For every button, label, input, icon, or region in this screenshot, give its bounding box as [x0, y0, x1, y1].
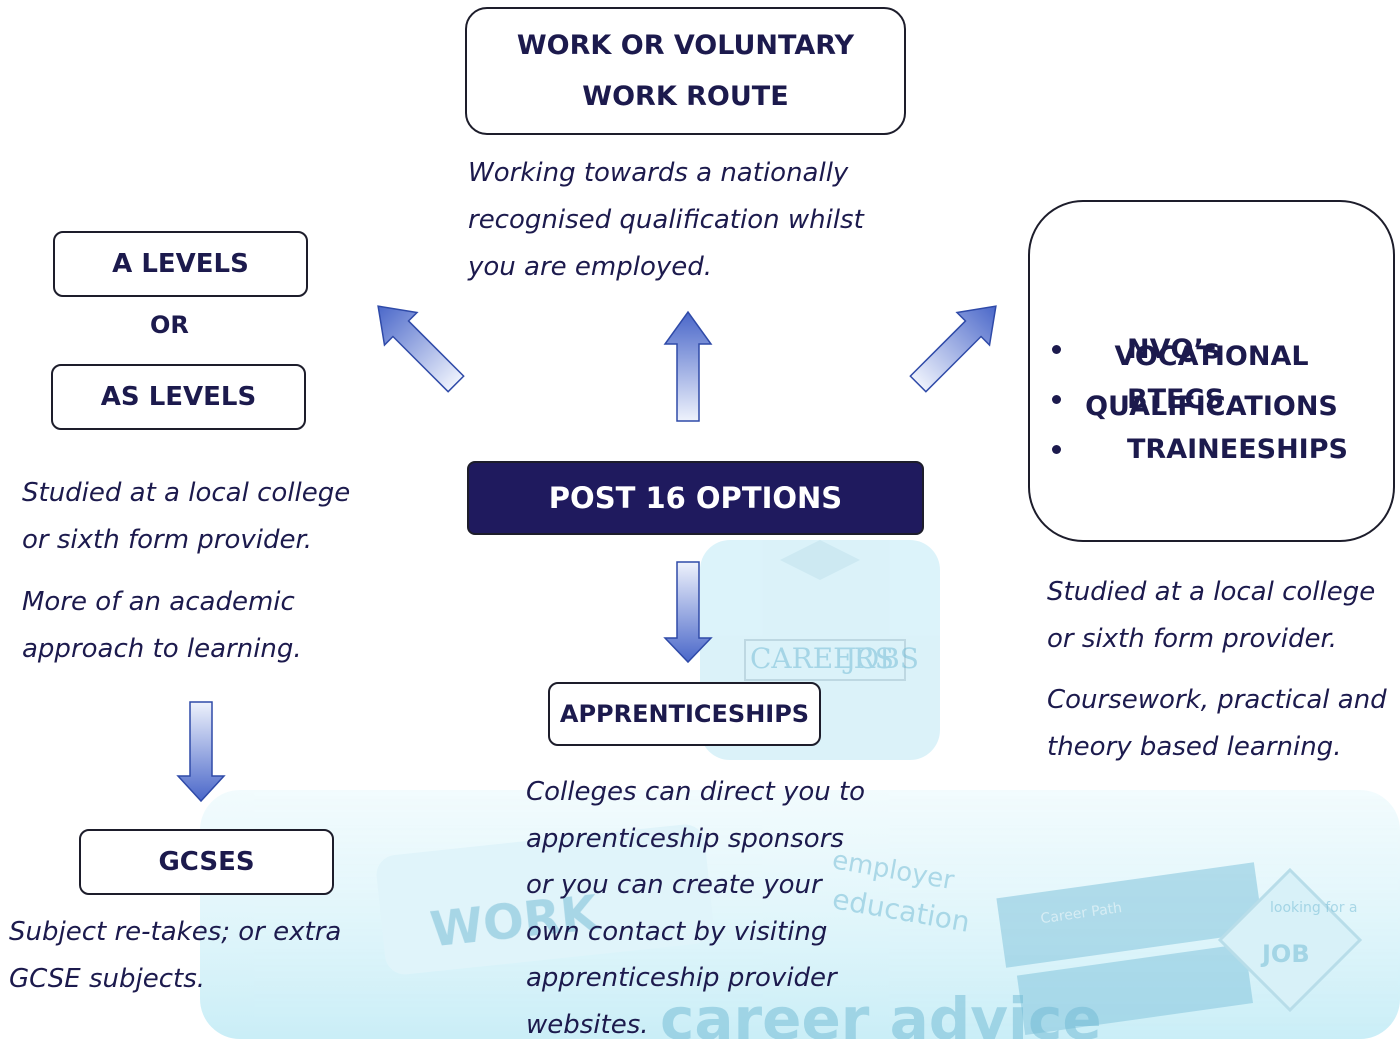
work-route-title-line1: WORK OR VOLUNTARY — [516, 30, 855, 61]
as-levels-box: AS LEVELS — [51, 364, 306, 430]
arrow-down-to-gcses — [176, 701, 226, 803]
gcses-description: Subject re-takes; or extra GCSE subjects… — [9, 917, 342, 994]
a-levels-description-1: Studied at a local college or sixth form… — [22, 478, 351, 555]
arrow-to-a-levels — [377, 305, 465, 393]
post-16-options-box: POST 16 OPTIONS — [467, 461, 924, 535]
apprenticeships-box: APPRENTICESHIPS — [548, 682, 821, 746]
svg-text:JOB: JOB — [1260, 940, 1310, 968]
gcses-box: GCSES — [79, 829, 334, 895]
work-route-box: WORK OR VOLUNTARY WORK ROUTE — [465, 7, 906, 135]
apprenticeships-description: Colleges can direct you to apprenticeshi… — [526, 777, 866, 1040]
svg-text:CAREERS: CAREERS — [750, 642, 894, 675]
or-label: OR — [150, 311, 189, 339]
vocational-title-line2: QUALIFICATIONS — [1085, 391, 1338, 422]
bullet-icon — [1052, 394, 1061, 404]
svg-text:JOBS: JOBS — [842, 642, 919, 675]
vocational-box: VOCATIONAL QUALIFICATIONS — [1028, 200, 1395, 542]
list-item: NVQ’s — [1052, 324, 1348, 374]
arrow-to-vocational — [909, 305, 997, 393]
arrow-up-to-work-route — [663, 310, 713, 422]
vocational-description-2: Coursework, practical and theory based l… — [1047, 685, 1387, 762]
work-route-title-line2: WORK ROUTE — [582, 81, 789, 112]
vocational-list: NVQ’s BTECS TRAINEESHIPS — [1052, 324, 1348, 474]
arrow-down-to-apprenticeships — [663, 561, 713, 664]
a-levels-description-2: More of an academic approach to learning… — [22, 587, 302, 664]
vocational-description-1: Studied at a local college or sixth form… — [1047, 577, 1376, 654]
bullet-icon — [1052, 444, 1061, 454]
work-route-description: Working towards a nationally recognised … — [468, 158, 864, 282]
a-levels-box: A LEVELS — [53, 231, 308, 297]
bullet-icon — [1052, 344, 1061, 354]
svg-text:career advice: career advice — [660, 985, 1102, 1039]
vocational-title-line1: VOCATIONAL — [1114, 341, 1309, 372]
svg-text:looking for a: looking for a — [1270, 900, 1358, 916]
list-item: TRAINEESHIPS — [1052, 424, 1348, 474]
list-item: BTECS — [1052, 374, 1348, 424]
